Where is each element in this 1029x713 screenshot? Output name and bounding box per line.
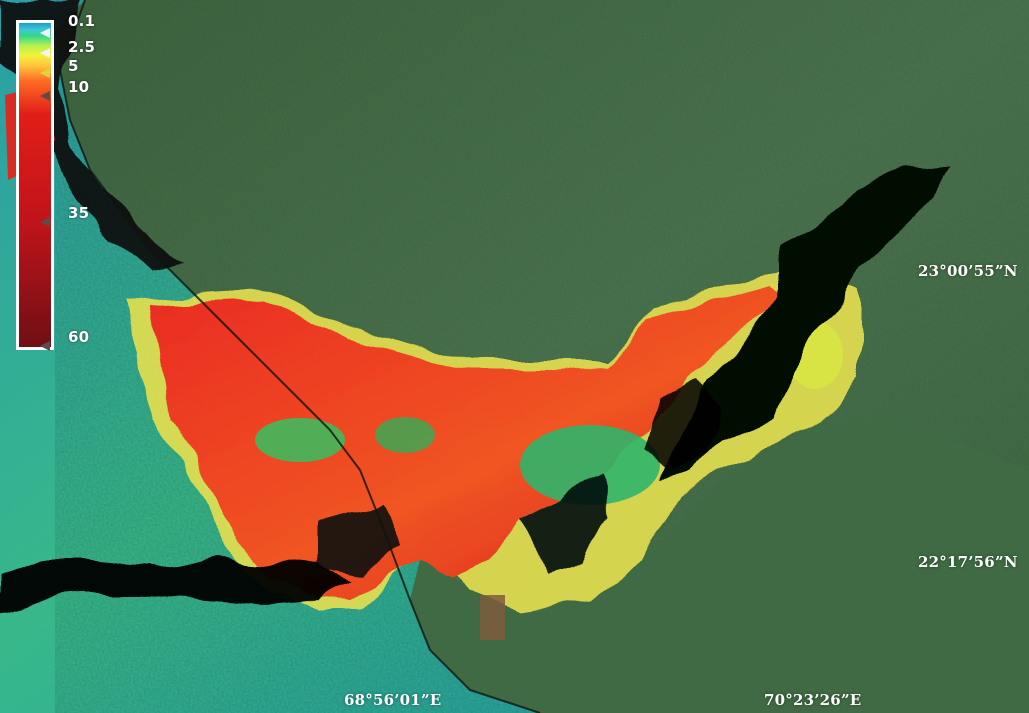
estuary-black-mask [660,165,950,480]
legend-marker-3 [40,91,50,101]
southern-land [380,420,1029,713]
plume-black-fragments-1 [520,470,610,570]
coordinate-lon-left: 68°56’01”E [344,691,442,709]
plume-green-island-3 [520,425,660,505]
concentration-legend: 0.1 2.5 5 10 35 60 [10,12,100,351]
coordinate-lon-right: 70°23’26”E [764,691,862,709]
legend-marker-2 [40,68,50,78]
legend-label-0: 0.1 [68,12,96,30]
coordinate-lat-upper: 23°00’55”N [918,262,1018,280]
coordinate-lat-lower: 22°17’56”N [918,553,1018,571]
plume-black-fragments-2 [645,380,720,470]
legend-label-1: 2.5 [68,38,96,56]
lower-left-black-band [0,560,350,610]
legend-marker-5 [40,341,50,351]
brown-patch [480,595,505,640]
legend-marker-1 [40,48,50,58]
legend-label-2: 5 [68,57,79,75]
legend-marker-4 [40,217,50,227]
legend-label-5: 60 [68,328,90,346]
coastline [58,0,541,713]
plume-red-main [150,285,790,600]
legend-label-3: 10 [68,78,90,96]
plume-green-island-1 [255,418,345,462]
plume-green-island-2 [375,417,435,453]
legend-label-4: 35 [68,204,90,222]
legend-marker-0 [40,28,50,38]
